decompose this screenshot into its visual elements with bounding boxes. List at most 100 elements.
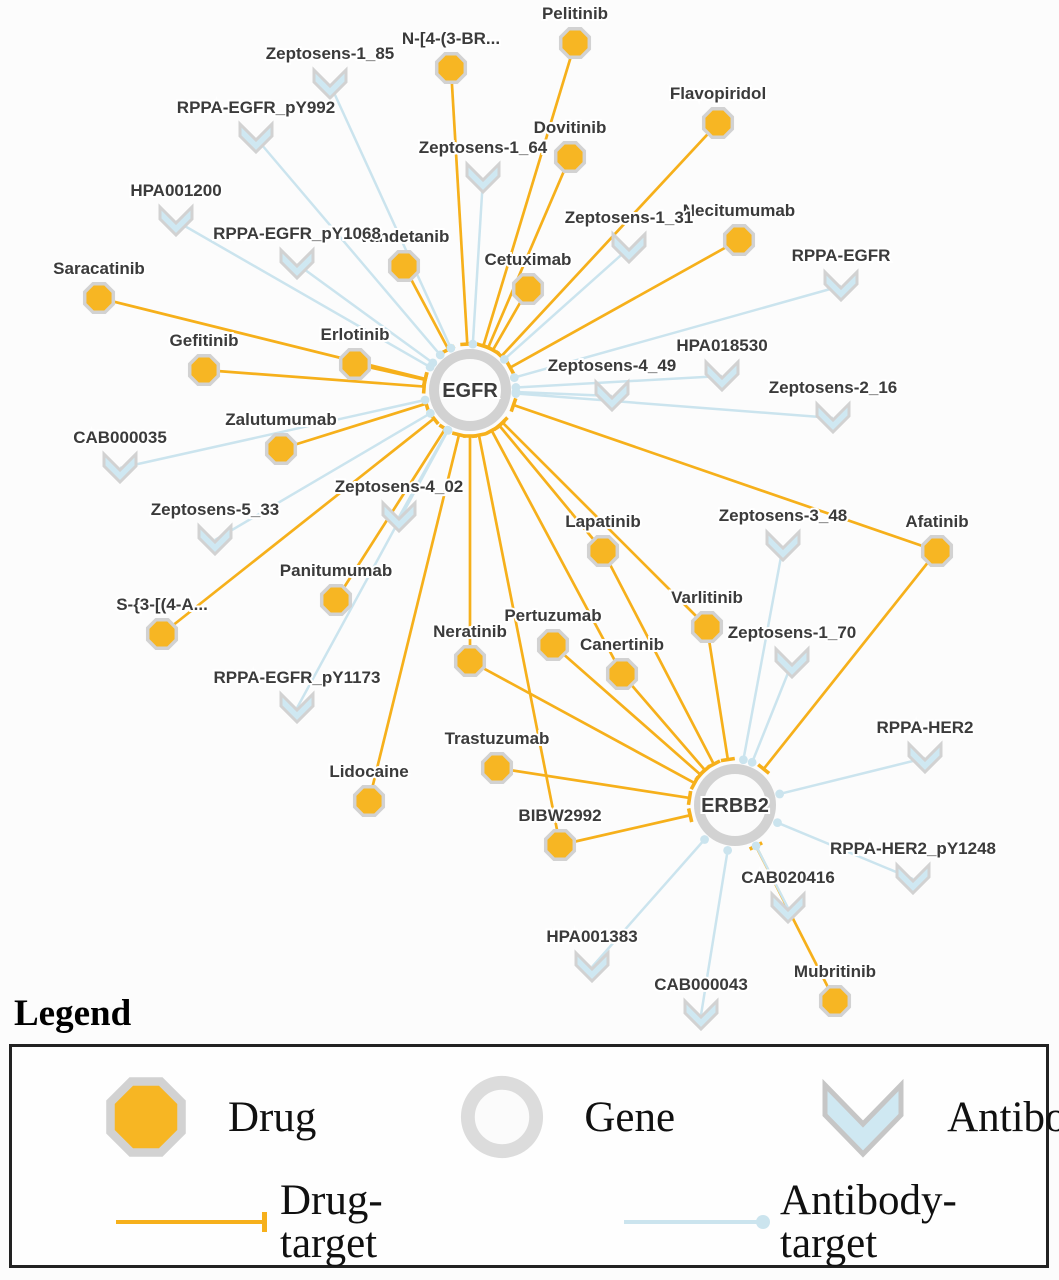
edge-antibody-target-zeptosens-1-85 [328,83,452,349]
drug-node-erlotinib [338,347,372,381]
legend-node-types-row: Drug Gene Antibody [98,1069,1059,1165]
drug-node-dovitinib [553,140,587,174]
node-label: RPPA-EGFR_pY992 [177,98,335,117]
legend-edge-types-row: Drug-target Antibody-target [116,1179,1046,1265]
node-label: Zeptosens-5_33 [151,500,280,519]
drug-node-afatinib [920,534,954,568]
edge-antibody-target-hpa018530 [515,374,723,389]
tee-marker [686,808,694,823]
node-label: RPPA-EGFR_pY1068 [213,224,381,243]
node-label: HPA001200 [130,181,221,200]
drug-node-pertuzumab [536,628,570,662]
antibody-target-edge-sample [624,1215,771,1229]
dot-marker [446,343,456,353]
edge-drug-target-dovitinib [486,156,572,349]
dot-marker [773,818,782,828]
node-layer: PelitinibN-[4-(3-BR...FlavopiridolDoviti… [51,2,998,1032]
antibody-node-zeptosens-4-02 [381,499,417,534]
node-label: Lidocaine [329,762,408,781]
node-label: Zeptosens-4_02 [335,477,464,496]
antibody-node-zeptosens-5-33 [197,522,233,557]
antibody-node-cab000043 [683,997,719,1032]
drug-target-edge-sample [116,1212,267,1232]
edge-antibody-target-cab000035 [119,398,426,470]
drug-node-lapatinib [586,534,620,568]
node-label: Zeptosens-1_64 [419,138,548,157]
gene-node-egfr [429,349,511,431]
node-label: Zeptosens-4_49 [548,356,677,375]
node-label: RPPA-HER2_pY1248 [830,839,996,858]
dot-marker [499,354,509,364]
node-label: Varlitinib [671,588,743,607]
drug-octagon-icon [106,1077,186,1157]
antibody-node-zeptosens-4-49 [594,378,630,413]
drug-node-canertinib [605,657,639,691]
tee-marker [484,425,499,436]
antibody-node-rppa-egfr-py1068 [279,246,315,281]
antibody-node-rppa-egfr [823,268,859,303]
edge-antibody-target-cab020416 [754,845,790,909]
drug-node-mubritinib [818,984,852,1018]
legend-drug-label: Drug [228,1093,317,1141]
edge-drug-target-pertuzumab [552,643,702,776]
edge-drug-target-zalutumumab [280,402,427,451]
drug-node-saracatinib [82,281,116,315]
edge-drug-target-canertinib [490,429,624,675]
tee-marker [694,768,707,782]
node-label: Pelitinib [542,4,608,23]
edge-antibody-target-rppa-egfr-py1173 [295,429,450,709]
edge-antibody-target-rppa-egfr-py1068 [296,262,434,364]
node-label: HPA001383 [546,927,637,946]
antibody-chevron-icon [822,1078,904,1158]
edge-antibody-target-hpa001383 [591,838,706,968]
tee-marker [262,1212,267,1232]
node-label: N-[4-(3-BR... [402,29,500,48]
drug-node-cetuximab [511,272,545,306]
node-label: Zalutumumab [225,410,336,429]
node-label: Zeptosens-1_85 [266,44,395,63]
dot-marker [738,755,748,765]
node-label: Zeptosens-2_16 [769,378,898,397]
edge-antibody-target-rppa-her2-py1248 [776,821,914,881]
node-label: BIBW2992 [518,806,601,825]
antibody-node-zeptosens-1-85 [312,66,348,101]
tee-marker [485,345,500,356]
edge-drug-target-gefitinib [203,368,425,388]
dot-marker [511,389,521,398]
edge-drug-target-lidocaine [367,434,461,802]
edge-drug-target-n-4-3-br [449,67,469,345]
node-label: RPPA-HER2 [877,718,974,737]
node-label: Mubritinib [794,962,876,981]
dot-marker [435,350,445,360]
edge-drug-target-lapatinib [601,550,715,765]
antibody-node-cab000035 [102,450,138,485]
tee-marker [471,432,487,439]
edge-antibody-target-zeptosens-1-31 [503,247,630,361]
edge-antibody-target-rppa-egfr [513,284,842,379]
antibody-node-rppa-her2 [907,740,943,775]
tee-marker [496,416,509,429]
node-label: Zeptosens-1_70 [728,623,857,642]
drug-node-varlitinib [690,610,724,644]
dot-marker [756,1215,771,1229]
node-label: Panitumumab [280,561,392,580]
antibody-node-zeptosens-1-31 [611,230,647,265]
antibody-node-zeptosens-1-64 [465,160,501,195]
dot-marker [420,395,430,405]
edge-antibody-target-hpa001200 [175,219,431,369]
node-label: Canertinib [580,635,664,654]
edge-antibody-target-cab000043 [699,850,729,1016]
node-label: Saracatinib [53,259,145,278]
antibody-node-hpa001200 [158,203,194,238]
node-label: HPA018530 [676,336,767,355]
drug-node-vandetanib [387,249,421,283]
dot-marker [775,789,785,799]
antibody-node-hpa001383 [574,949,610,984]
edge-drug-target-canertinib [620,673,706,772]
drug-node-pelitinib [558,26,592,60]
node-label: Trastuzumab [445,729,550,748]
node-label: CAB000035 [73,428,167,447]
tee-marker [757,763,771,775]
antibody-node-zeptosens-3-48 [765,528,801,563]
